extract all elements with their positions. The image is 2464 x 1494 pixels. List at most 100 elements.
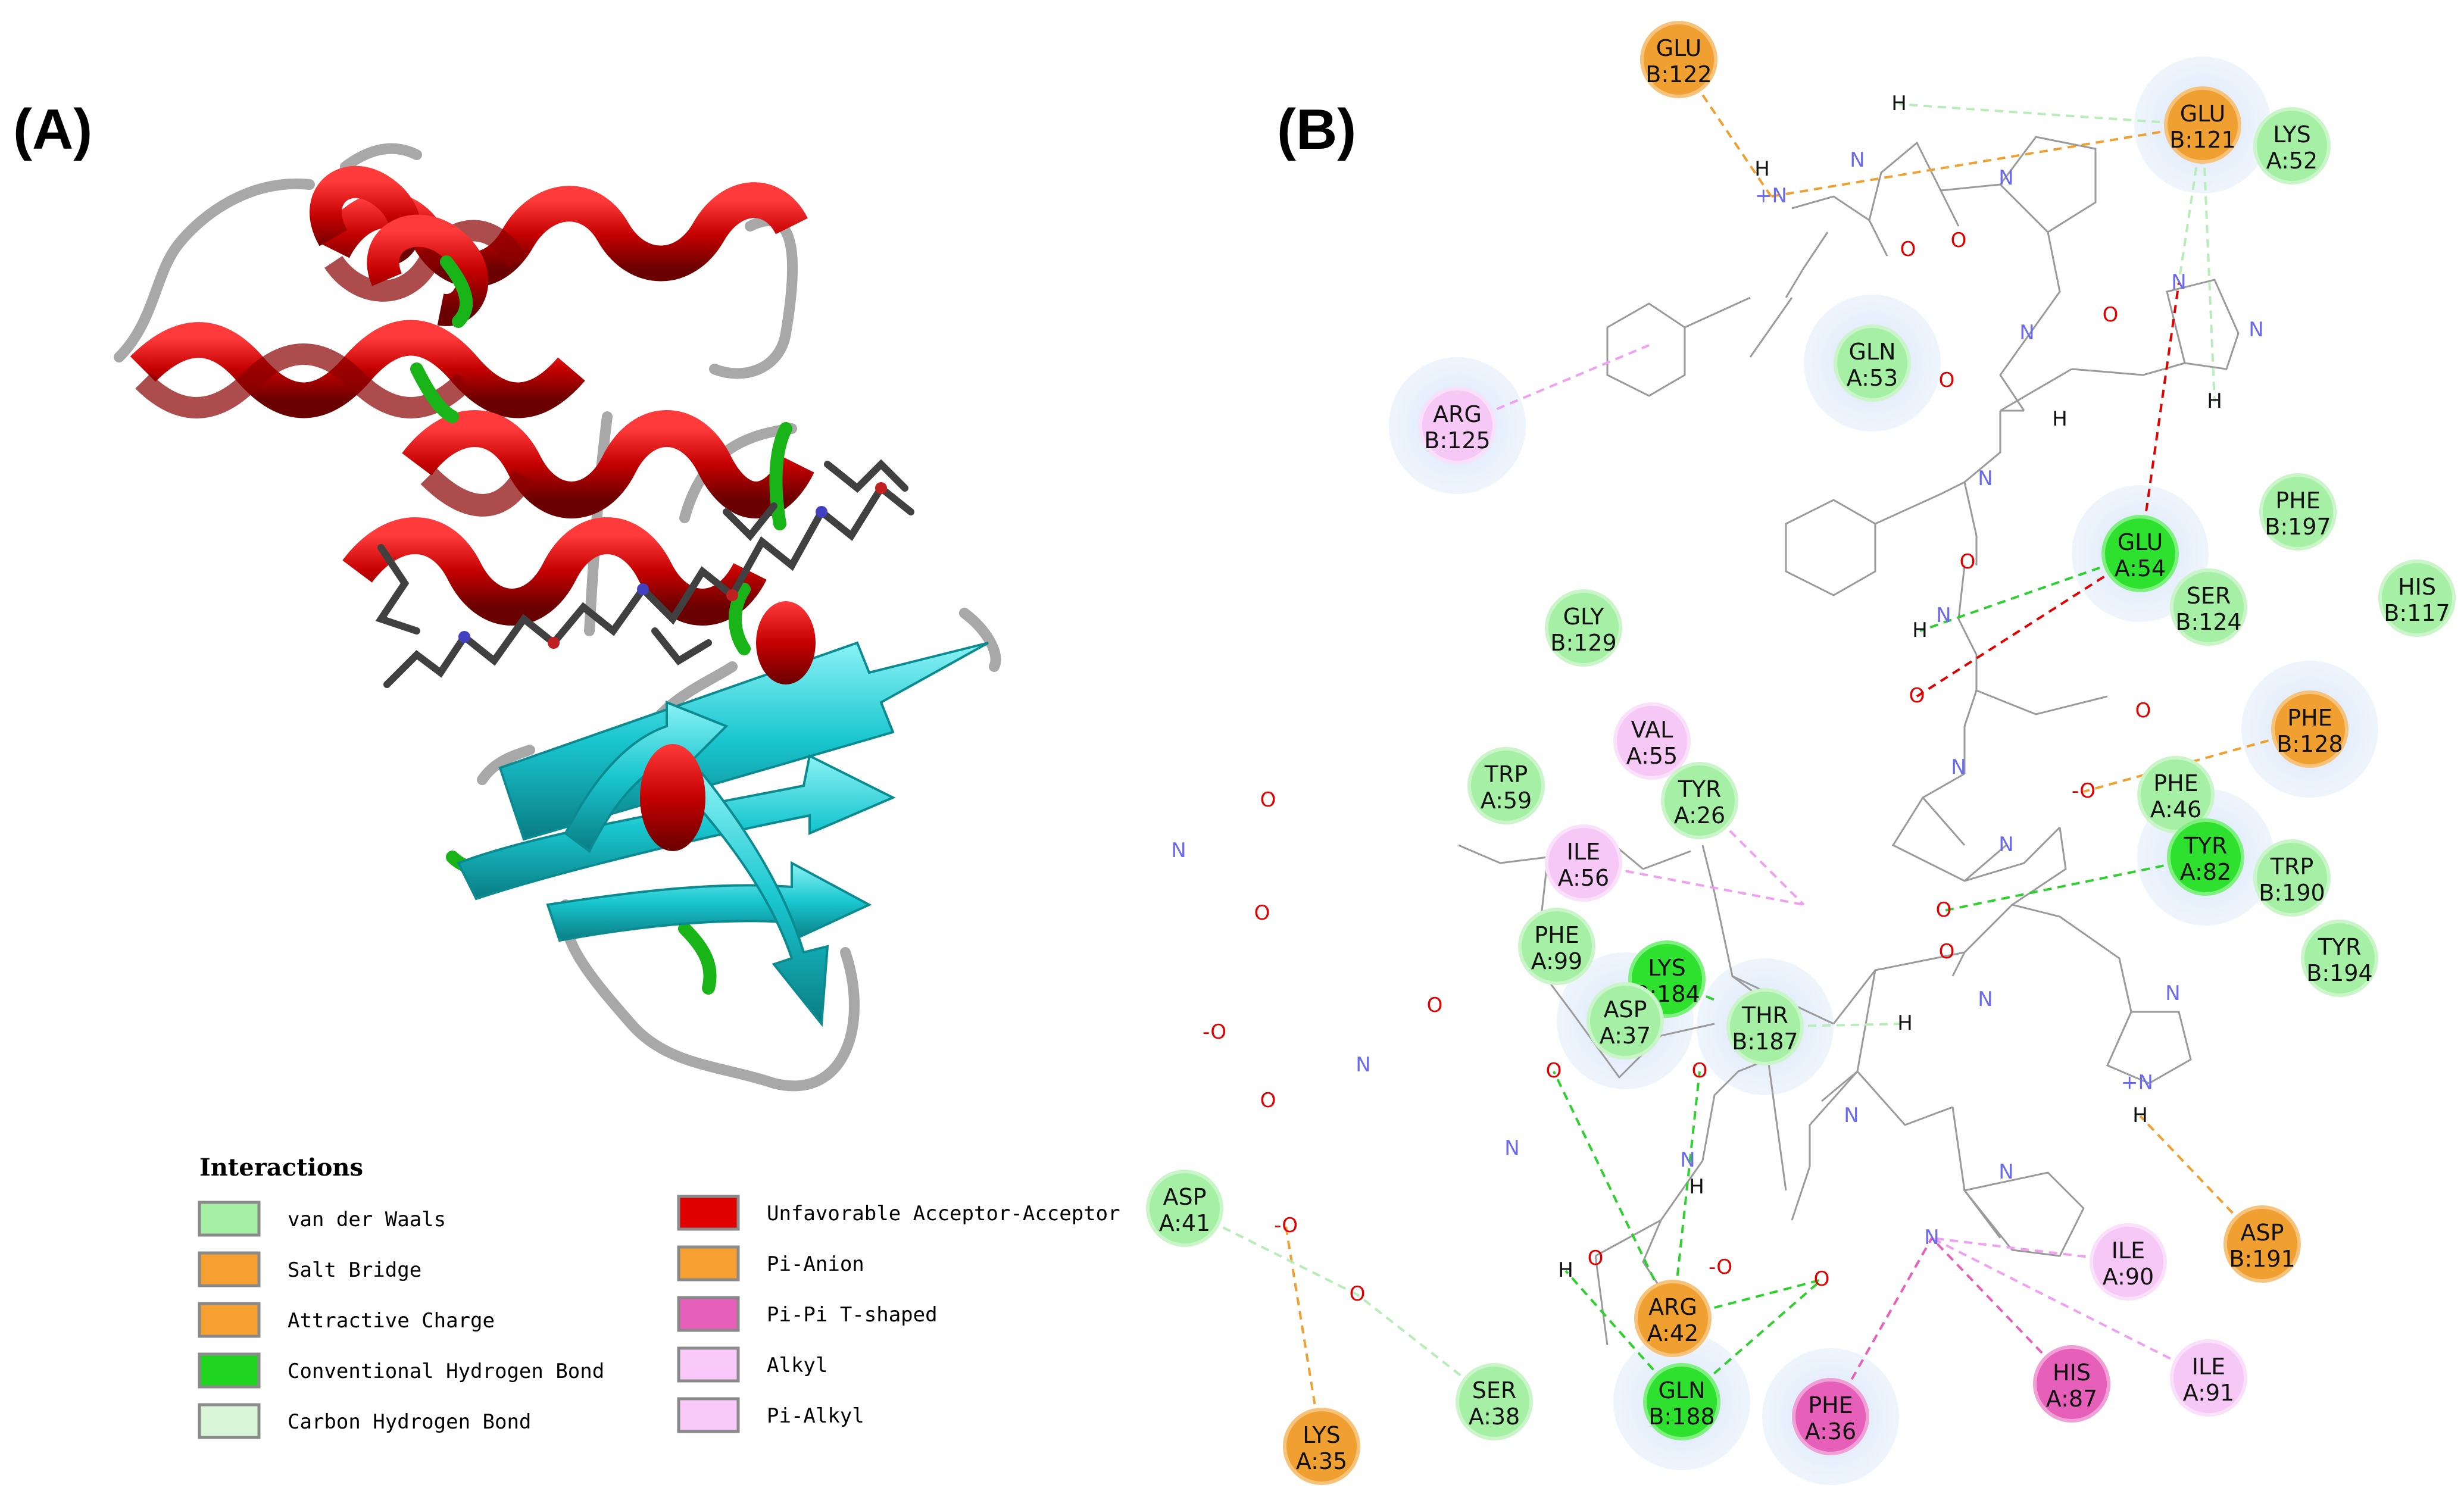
phe-b197-chain: B:197 — [2265, 514, 2331, 540]
arg-a42-chain: A:42 — [1647, 1320, 1698, 1346]
phe-b197-disc — [2259, 473, 2337, 551]
atom-o-lower1: O — [1546, 1059, 1562, 1083]
phe-a99-name: PHE — [1534, 922, 1579, 948]
atom-h-l3: H — [1689, 1175, 1704, 1199]
lys-a52-disc — [2253, 107, 2331, 185]
ile-a91-chain: A:91 — [2183, 1380, 2234, 1406]
legend-col2-swatch-0 — [677, 1195, 740, 1231]
legend-col2-swatch-1 — [677, 1245, 740, 1282]
glu-a54-name: GLU — [2118, 529, 2163, 555]
atom-h-nh-top: H — [1754, 157, 1770, 181]
interaction-glu-b121-h-im1 — [2201, 124, 2216, 402]
thr-b187-chain: B:187 — [1732, 1029, 1798, 1055]
asp-b191-disc — [2223, 1205, 2301, 1283]
atom-o-3: O — [1939, 368, 1955, 392]
atom-o-l3: -O — [1203, 1020, 1226, 1044]
tyr-a82-name: TYR — [2184, 833, 2228, 859]
glu-b122-name: GLU — [1656, 35, 1702, 61]
interaction-tyr-a82-o-right — [1943, 856, 2206, 912]
interaction-glu-b121-h-top — [1898, 103, 2203, 126]
gly-b129-chain: B:129 — [1550, 630, 1616, 656]
atom-o-carbox2: O — [2135, 699, 2151, 723]
phe-a46-disc — [2137, 756, 2215, 833]
interaction-glu-b121-im-top — [2178, 124, 2204, 283]
atom-o-right: O — [1936, 898, 1952, 922]
phe-b197-name: PHE — [2275, 487, 2321, 514]
arg-b125-chain: B:125 — [1424, 427, 1490, 454]
legend-col1-swatch-4 — [198, 1403, 261, 1439]
atom-o-lower3: O — [1692, 1059, 1708, 1083]
ile-a91-name: ILE — [2192, 1354, 2225, 1380]
atom-h-bottom: H — [1897, 1011, 1913, 1035]
atom-n-l: N — [1356, 1053, 1370, 1077]
legend-col2-swatch-2 — [677, 1296, 740, 1332]
tyr-a26-name: TYR — [1678, 776, 1722, 802]
atom-o-am1: O — [1260, 788, 1276, 812]
legend-col2-label-3: Alkyl — [767, 1354, 827, 1377]
legend-col2-swatch-4 — [677, 1397, 740, 1433]
gln-a53-chain: A:53 — [1847, 365, 1898, 391]
lys-b184-name: LYS — [1648, 955, 1685, 981]
gln-b188-chain: B:188 — [1648, 1404, 1715, 1430]
atom-n-l3: N — [1680, 1148, 1695, 1172]
asp-a37-chain: A:37 — [1600, 1023, 1651, 1049]
ser-b124-name: SER — [2187, 583, 2231, 609]
panel-a-label: (A) — [13, 98, 92, 161]
phe-b128-chain: B:128 — [2276, 731, 2343, 757]
arg-b125-name: ARG — [1433, 401, 1482, 427]
atom-nh-top: +N — [1755, 184, 1787, 208]
ser-a38-disc — [1456, 1363, 1533, 1440]
his-b117-chain: B:117 — [2384, 600, 2450, 626]
atom-im-r1: N — [2165, 982, 2180, 1005]
tyr-a82-chain: A:82 — [2180, 859, 2231, 885]
legend-title: Interactions — [199, 1154, 363, 1182]
trp-b190-disc — [2253, 839, 2331, 917]
phe-a36-disc — [1792, 1378, 1869, 1455]
helix-1 — [130, 320, 585, 418]
val-a55-name: VAL — [1631, 717, 1673, 743]
atom-h-top: H — [1891, 92, 1907, 115]
interaction-phe-b128-o-carbox — [2083, 728, 2310, 793]
interaction-glu-a54-im-top — [2139, 282, 2180, 554]
ile-a90-chain: A:90 — [2103, 1264, 2154, 1290]
phe-a99-chain: A:99 — [1531, 948, 1582, 974]
legend-col1-swatch-2 — [198, 1302, 261, 1338]
ser-b124-disc — [2170, 568, 2247, 646]
legend-col1-swatch-1 — [198, 1251, 261, 1287]
phe-b128-disc — [2271, 690, 2349, 768]
glu-a54-chain: A:54 — [2115, 555, 2166, 582]
arg-b125-disc — [1419, 387, 1496, 464]
val-a55-disc — [1613, 702, 1691, 780]
atom-o-5: O — [1960, 550, 1976, 574]
trp-a59-name: TRP — [1484, 761, 1528, 787]
thr-b187-disc — [1726, 988, 1804, 1065]
legend-col2-label-4: Pi-Alkyl — [767, 1404, 864, 1428]
ligand-skeleton — [1458, 136, 2240, 1346]
glu-b121-chain: B:121 — [2169, 127, 2235, 153]
glu-a54-disc — [2101, 515, 2179, 592]
legend-col1-label-1: Salt Bridge — [288, 1258, 421, 1282]
beta-sheets — [457, 641, 989, 1027]
glu-b121-disc — [2164, 86, 2241, 164]
interaction-glu-a54-o-mid — [1916, 552, 2141, 698]
gly-b129-disc — [1545, 589, 1622, 667]
atom-n-nh2: N — [1936, 604, 1951, 627]
phe-a36-chain: A:36 — [1805, 1418, 1856, 1445]
ser-b124-chain: B:124 — [2175, 609, 2241, 635]
ile-a90-name: ILE — [2112, 1237, 2145, 1264]
